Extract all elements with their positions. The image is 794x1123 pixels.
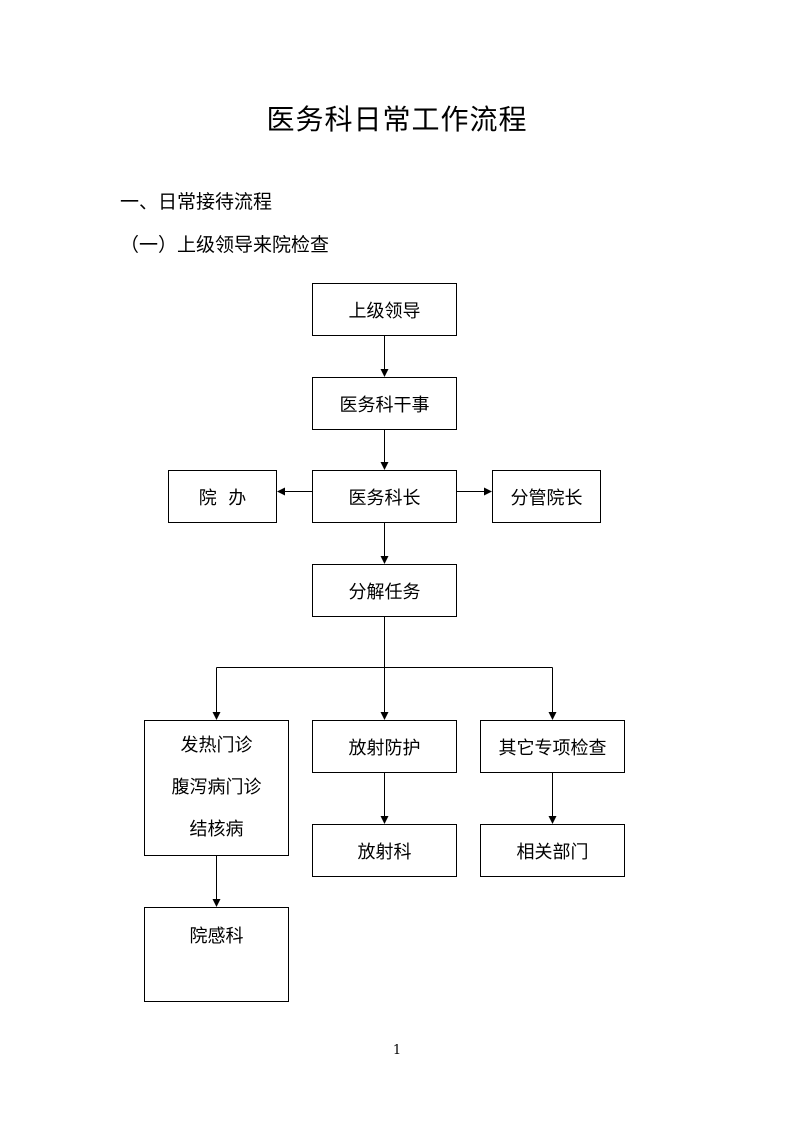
section-heading: 一、日常接待流程 [120, 191, 273, 213]
page-title: 医务科日常工作流程 [266, 103, 528, 136]
node-xiangguan-bumen: 相关部门 [480, 824, 625, 877]
node-yuanban: 院 办 [168, 470, 277, 523]
node-fangshe-ke: 放射科 [312, 824, 457, 877]
node-jiehe-bing: 结核病 [189, 819, 244, 840]
node-yiwuke-zhang: 医务科长 [312, 470, 457, 523]
node-yiwuke-ganshi: 医务科干事 [312, 377, 457, 430]
page-number: 1 [392, 1043, 402, 1058]
node-yuangan-ke: 院感科 [144, 907, 289, 1002]
subsection-heading: （一）上级领导来院检查 [120, 234, 330, 256]
node-fuxie-menzhen: 腹泻病门诊 [171, 777, 262, 798]
node-fangshe-fanghu: 放射防护 [312, 720, 457, 773]
node-fenjie-renwu: 分解任务 [312, 564, 457, 617]
node-clinics: 发热门诊 腹泻病门诊 结核病 [144, 720, 289, 856]
node-fare-menzhen: 发热门诊 [180, 735, 253, 756]
node-shangji-lingdao: 上级领导 [312, 283, 457, 336]
node-fenguan-yuanzhang: 分管院长 [492, 470, 601, 523]
node-qita-jiancha: 其它专项检查 [480, 720, 625, 773]
